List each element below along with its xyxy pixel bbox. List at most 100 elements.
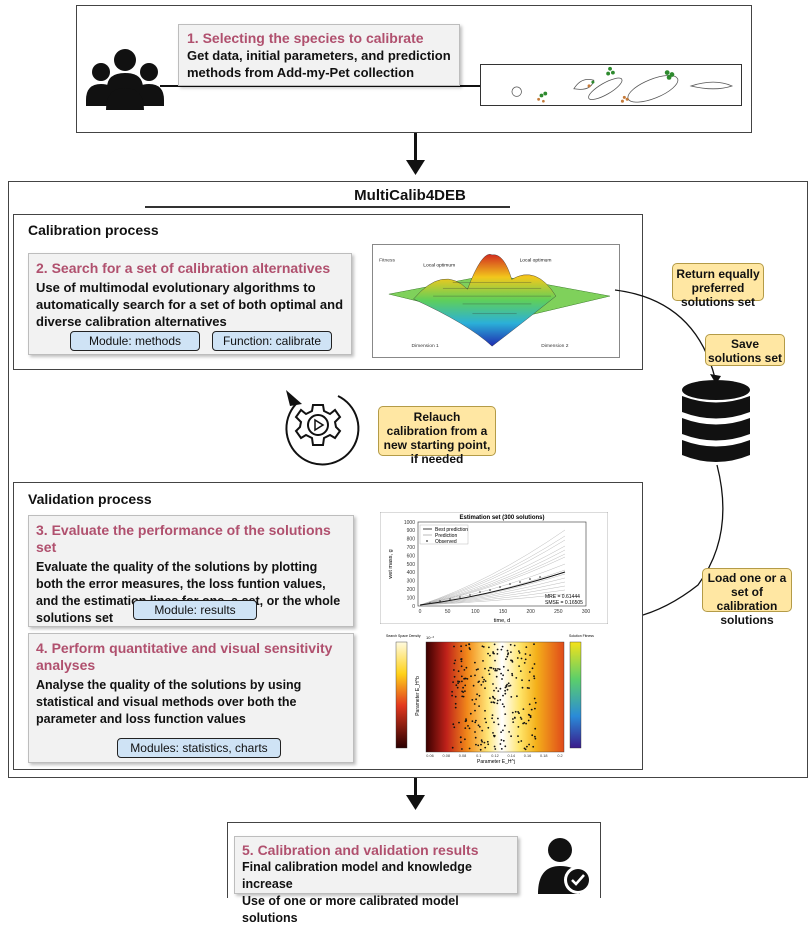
solution-point <box>492 683 494 685</box>
solution-point <box>528 703 531 706</box>
solution-point <box>460 675 463 678</box>
step-4-body: Analyse the quality of the solutions by … <box>36 678 302 726</box>
solution-point <box>502 694 504 697</box>
solution-point <box>512 718 514 720</box>
solution-point <box>515 677 518 679</box>
solution-point <box>528 679 531 682</box>
estimation-x-tick: 100 <box>471 609 480 615</box>
arrow-down-2 <box>414 778 417 798</box>
solution-point <box>477 744 480 747</box>
solution-point <box>511 661 514 663</box>
solution-point <box>463 669 466 671</box>
estimation-y-tick: 500 <box>407 562 416 568</box>
solution-point <box>493 643 496 646</box>
solution-point <box>497 723 500 726</box>
solution-point <box>518 712 520 715</box>
step-5-title: 5. Calibration and validation results <box>242 842 479 858</box>
solution-point <box>501 703 504 705</box>
heatmap-x-tick: 0.16 <box>524 754 531 758</box>
solution-point <box>474 709 476 712</box>
solution-point <box>527 719 530 722</box>
solution-point <box>487 652 489 655</box>
solution-point <box>504 745 507 748</box>
solution-point <box>471 720 474 723</box>
solution-point <box>513 716 516 719</box>
solution-point <box>461 748 463 750</box>
solution-point <box>478 705 480 707</box>
fitness-landscape-plot: Fitness Local optimum Local optimum Dime… <box>372 244 620 358</box>
users-icon <box>86 49 164 110</box>
solution-point <box>505 658 507 661</box>
solution-point <box>457 682 459 684</box>
solution-point <box>455 684 458 687</box>
load-solutions-note: Load one or a set of calibration solutio… <box>702 568 792 627</box>
solution-point <box>502 739 505 742</box>
solution-point <box>517 741 520 743</box>
solution-point <box>451 746 454 749</box>
solution-point <box>482 646 485 648</box>
solution-point <box>474 674 476 677</box>
solution-point <box>500 748 503 750</box>
solution-point <box>469 712 472 715</box>
step-2-body: Use of multimodal evolutionary algorithm… <box>36 280 344 329</box>
step-1-card: 1. Selecting the species to calibrate Ge… <box>178 24 460 86</box>
heatmap-x-tick: 0.2 <box>557 754 562 758</box>
solution-point <box>497 690 500 692</box>
solution-point <box>512 721 515 723</box>
solution-point <box>474 721 477 724</box>
solution-point <box>463 677 465 680</box>
solution-point <box>502 665 505 668</box>
solution-point <box>461 680 463 683</box>
mre-value: MRE = 0.61444 <box>545 594 580 600</box>
solution-point <box>488 646 490 649</box>
solution-point <box>531 734 534 737</box>
solution-point <box>493 734 496 737</box>
solution-point <box>458 721 460 724</box>
solution-point <box>492 701 495 704</box>
estimation-x-tick: 300 <box>582 609 591 615</box>
estimation-y-tick: 300 <box>407 579 416 585</box>
heatmap-x-tick: 0.12 <box>491 754 498 758</box>
solution-point <box>510 735 512 738</box>
solution-point <box>453 645 455 648</box>
solution-point <box>523 662 526 664</box>
solution-point <box>453 675 456 678</box>
title-underline <box>145 206 510 208</box>
solution-point <box>534 737 537 740</box>
solution-point <box>494 669 497 672</box>
relaunch-note: Relauch calibration from a new starting … <box>378 406 496 466</box>
estimation-title: Estimation set (300 solutions) <box>459 515 544 521</box>
solution-point <box>478 680 480 683</box>
solution-point <box>523 747 526 750</box>
solution-point <box>509 684 512 687</box>
solution-point <box>527 713 530 716</box>
solution-point <box>529 654 531 656</box>
heatmap-exponent: 10⁻³ <box>426 635 435 640</box>
solution-point <box>534 707 536 710</box>
estimation-y-label: wet mass, g <box>388 549 394 579</box>
relaunch-gear-icon <box>285 390 360 466</box>
solution-point <box>477 668 479 670</box>
solution-point <box>507 669 509 672</box>
solution-point <box>497 717 499 720</box>
solution-point <box>494 748 497 750</box>
solution-point <box>500 648 503 651</box>
solution-point <box>462 686 464 689</box>
solution-point <box>474 736 477 739</box>
solution-point <box>499 687 502 690</box>
solution-point <box>496 648 499 651</box>
solution-point <box>460 658 462 661</box>
solution-point <box>480 743 482 746</box>
calibration-label: Calibration process <box>28 222 159 238</box>
solution-point <box>483 678 485 681</box>
solution-point <box>501 678 503 680</box>
heatmap-x-tick: 0.08 <box>459 754 466 758</box>
verified-user-icon <box>538 838 592 894</box>
solution-point <box>460 741 462 744</box>
step-1-title: 1. Selecting the species to calibrate <box>187 30 424 46</box>
solution-point <box>524 658 527 661</box>
solution-point <box>532 745 535 748</box>
step-5-line-1: Final calibration model and knowledge in… <box>242 860 472 891</box>
